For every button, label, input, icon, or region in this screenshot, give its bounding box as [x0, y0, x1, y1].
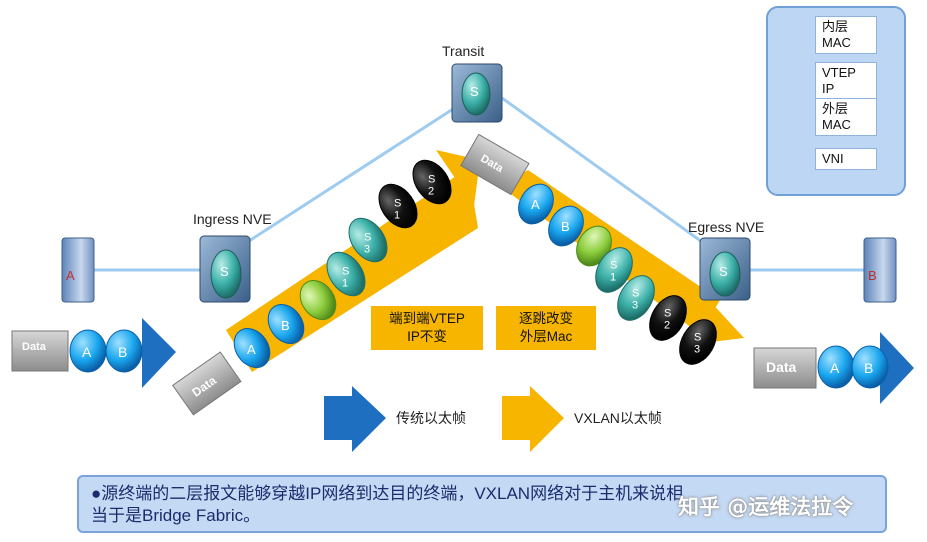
host-a-label: A	[66, 268, 75, 283]
right-data-label: Data	[766, 359, 797, 375]
summary-banner: ●源终端的二层报文能够穿越IP网络到达目的终端，VXLAN网络对于主机来说相 当…	[77, 475, 887, 533]
ingress-data-block	[172, 351, 242, 416]
egress-switch-icon-text: S	[719, 264, 728, 279]
legend-inner-mac-label: 内层 MAC	[815, 16, 877, 54]
vxlan-frame-arrow	[502, 386, 564, 452]
callout-vtep-ip-unchanged: 端到端VTEP IP不变	[371, 306, 483, 350]
host-a-server: A	[61, 237, 95, 303]
ingress-mac-b: B	[281, 318, 290, 333]
right-mac-a: A	[830, 360, 840, 376]
left-mac-a: A	[82, 344, 92, 360]
left-ethernet-frame: Data A B	[11, 318, 176, 388]
zhihu-watermark: 知乎 @运维法拉令	[678, 495, 854, 519]
egress-nve-switch: S	[699, 237, 751, 301]
legend-vni-label: VNI	[815, 148, 877, 170]
host-b-label: B	[868, 268, 877, 283]
host-b-server: B	[863, 237, 897, 303]
right-blue-arrow	[880, 332, 914, 404]
transit-switch: S	[451, 63, 503, 123]
legend-outer-mac-label: 外层 MAC	[815, 98, 877, 136]
left-mac-b: B	[118, 344, 127, 360]
ingress-nve-switch: S	[199, 235, 251, 303]
traditional-frame-arrow	[324, 386, 386, 452]
network-links	[92, 96, 868, 272]
link-ingress-transit	[231, 96, 471, 254]
left-blue-arrow	[142, 318, 176, 388]
callout-outer-mac-changes: 逐跳改变 外层Mac	[496, 306, 596, 350]
vxlan-frame-label: VXLAN以太帧	[574, 410, 662, 426]
right-ethernet-frame: Data A B	[753, 332, 914, 404]
transit-switch-icon-text: S	[470, 84, 479, 99]
egress-mac-b: B	[561, 219, 570, 234]
egress-nve-label: Egress NVE	[688, 219, 764, 235]
left-data-label: Data	[22, 341, 47, 353]
left-data-block	[11, 330, 69, 372]
ingress-switch-icon-text: S	[220, 264, 229, 279]
egress-mac-a: A	[531, 197, 540, 212]
ingress-mac-a: A	[247, 342, 256, 357]
traditional-frame-label: 传统以太帧	[396, 410, 466, 426]
link-transit-egress	[501, 96, 717, 254]
right-mac-b: B	[864, 360, 873, 376]
transit-label: Transit	[442, 43, 484, 59]
egress-data-block	[460, 133, 530, 196]
legend-vtep-ip-label: VTEP IP	[815, 62, 877, 100]
right-data-block	[753, 347, 817, 389]
ingress-nve-label: Ingress NVE	[193, 211, 272, 227]
